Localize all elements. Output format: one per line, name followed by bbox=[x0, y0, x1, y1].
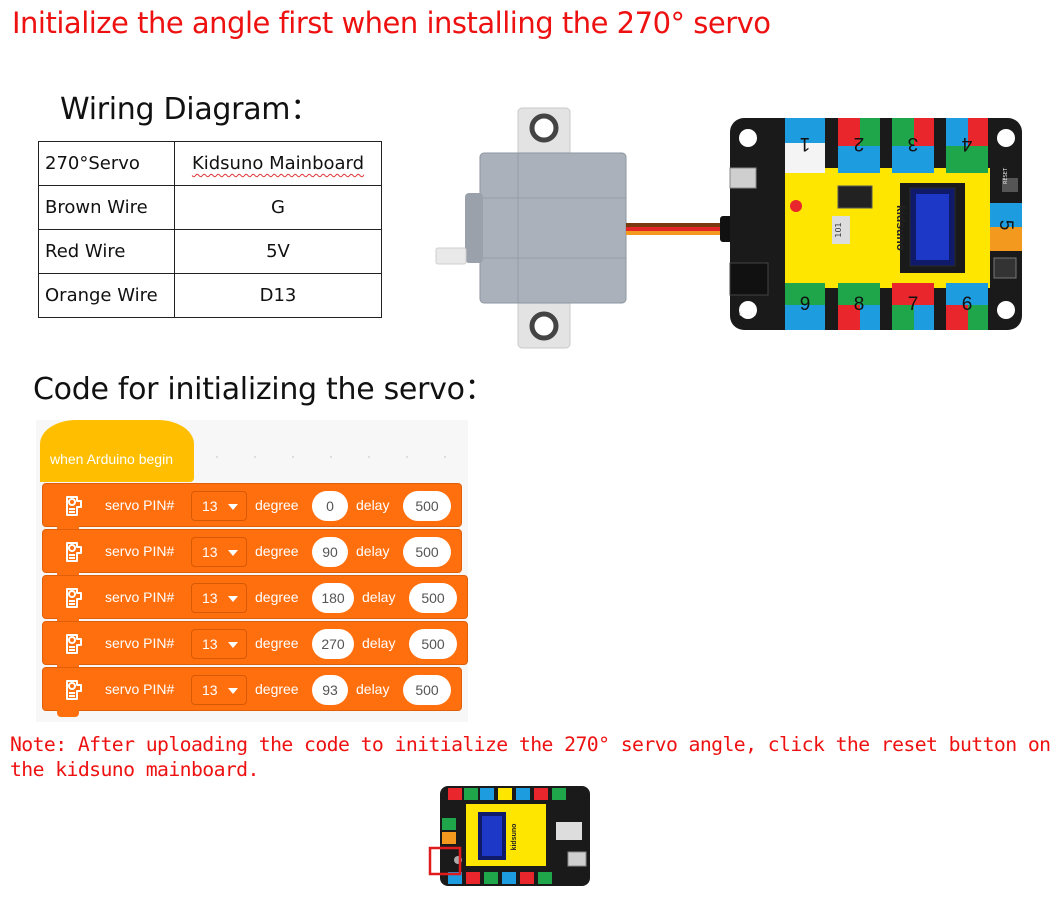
chevron-down-icon bbox=[228, 504, 238, 510]
table-header-cell: Kidsuno Mainboard bbox=[174, 141, 382, 186]
delay-input[interactable]: 500 bbox=[409, 629, 457, 659]
wiring-table: 270°Servo Kidsuno Mainboard Brown Wire G… bbox=[38, 141, 382, 318]
table-row: 270°Servo Kidsuno Mainboard bbox=[38, 141, 382, 186]
table-header-cell: 270°Servo bbox=[38, 141, 175, 186]
chevron-down-icon bbox=[228, 688, 238, 694]
pin-dropdown[interactable]: 13 bbox=[191, 583, 247, 613]
delay-label: delay bbox=[356, 681, 390, 697]
port-number: 2 bbox=[854, 133, 865, 154]
brand-label: kidsuno bbox=[894, 205, 908, 251]
delay-input[interactable]: 500 bbox=[409, 583, 457, 613]
pin-value: 13 bbox=[202, 498, 218, 514]
page-title: Initialize the angle first when installi… bbox=[12, 6, 771, 40]
servo-label: servo PIN# bbox=[105, 589, 175, 605]
table-cell: Orange Wire bbox=[38, 273, 175, 318]
delay-label: delay bbox=[362, 589, 396, 605]
servo-label: servo PIN# bbox=[105, 543, 175, 559]
chevron-down-icon bbox=[228, 596, 238, 602]
table-cell: 5V bbox=[174, 229, 382, 274]
servo-label: servo PIN# bbox=[105, 635, 175, 651]
table-header-text: Kidsuno Mainboard bbox=[191, 153, 365, 174]
degree-input[interactable]: 0 bbox=[312, 491, 348, 521]
degree-input[interactable]: 270 bbox=[312, 629, 354, 659]
table-row: Orange Wire D13 bbox=[38, 273, 382, 318]
reset-button-highlight bbox=[428, 846, 462, 876]
port-number: 7 bbox=[908, 294, 919, 315]
port-number: 1 bbox=[800, 133, 811, 154]
degree-label: degree bbox=[255, 543, 299, 559]
arduino-begin-block[interactable] bbox=[40, 420, 194, 482]
servo-extension-icon bbox=[66, 588, 82, 608]
table-row: Brown Wire G bbox=[38, 185, 382, 230]
port-number: 6 bbox=[962, 294, 973, 315]
table-cell: Red Wire bbox=[38, 229, 175, 274]
servo-block[interactable]: servo PIN# 13 degree 270 delay 500 bbox=[42, 621, 468, 671]
chevron-down-icon bbox=[228, 642, 238, 648]
delay-input[interactable]: 500 bbox=[403, 491, 451, 521]
code-heading: Code for initializing the servo： bbox=[33, 372, 495, 407]
port-number: 4 bbox=[961, 133, 972, 154]
table-cell: D13 bbox=[174, 273, 382, 318]
port-number: 8 bbox=[854, 294, 865, 315]
table-row: Red Wire 5V bbox=[38, 229, 382, 274]
small-board-image: kidsuno bbox=[428, 786, 590, 886]
servo-block[interactable]: servo PIN# 13 degree 90 delay 500 bbox=[42, 529, 462, 579]
mainboard-icon: 101 6-12V RESET kidsuno 1 2 3 4 5 6 7 8 … bbox=[729, 118, 1022, 330]
degree-label: degree bbox=[255, 635, 299, 651]
port-number: 3 bbox=[908, 133, 919, 154]
degree-input[interactable]: 180 bbox=[312, 583, 354, 613]
pin-dropdown[interactable]: 13 bbox=[191, 629, 247, 659]
hat-block-label: when Arduino begin bbox=[50, 451, 173, 467]
servo-block[interactable]: servo PIN# 13 degree 93 delay 500 bbox=[42, 667, 462, 717]
delay-label: delay bbox=[356, 497, 390, 513]
delay-label: delay bbox=[356, 543, 390, 559]
wiring-heading: Wiring Diagram： bbox=[60, 92, 320, 127]
servo-extension-icon bbox=[66, 680, 82, 700]
pin-value: 13 bbox=[202, 682, 218, 698]
power-label: 6-12V bbox=[739, 311, 758, 318]
pin-value: 13 bbox=[202, 636, 218, 652]
chip-label: 101 bbox=[834, 222, 843, 237]
servo-label: servo PIN# bbox=[105, 497, 175, 513]
degree-label: degree bbox=[255, 681, 299, 697]
servo-label: servo PIN# bbox=[105, 681, 175, 697]
wiring-illustration: 101 6-12V RESET kidsuno 1 2 3 4 5 6 7 8 … bbox=[435, 107, 1022, 349]
chevron-down-icon bbox=[228, 550, 238, 556]
port-number: 9 bbox=[800, 294, 811, 315]
servo-extension-icon bbox=[66, 542, 82, 562]
delay-input[interactable]: 500 bbox=[403, 537, 451, 567]
pin-dropdown[interactable]: 13 bbox=[191, 537, 247, 567]
servo-extension-icon bbox=[66, 496, 82, 516]
table-cell: Brown Wire bbox=[38, 185, 175, 230]
block-notch bbox=[57, 710, 79, 717]
small-board-brand: kidsuno bbox=[511, 824, 518, 851]
note-text: Note: After uploading the code to initia… bbox=[10, 733, 1051, 781]
servo-block[interactable]: servo PIN# 13 degree 180 delay 500 bbox=[42, 575, 468, 625]
pin-value: 13 bbox=[202, 590, 218, 606]
degree-label: degree bbox=[255, 589, 299, 605]
delay-input[interactable]: 500 bbox=[403, 675, 451, 705]
servo-extension-icon bbox=[66, 634, 82, 654]
delay-label: delay bbox=[362, 635, 396, 651]
pin-dropdown[interactable]: 13 bbox=[191, 491, 247, 521]
degree-input[interactable]: 90 bbox=[312, 537, 348, 567]
table-cell: G bbox=[174, 185, 382, 230]
degree-input[interactable]: 93 bbox=[312, 675, 348, 705]
pin-value: 13 bbox=[202, 544, 218, 560]
degree-label: degree bbox=[255, 497, 299, 513]
reset-label: RESET bbox=[1003, 167, 1009, 184]
pin-dropdown[interactable]: 13 bbox=[191, 675, 247, 705]
port-number: 5 bbox=[995, 220, 1016, 231]
servo-block[interactable]: servo PIN# 13 degree 0 delay 500 bbox=[42, 483, 462, 533]
servo-icon bbox=[435, 107, 627, 349]
